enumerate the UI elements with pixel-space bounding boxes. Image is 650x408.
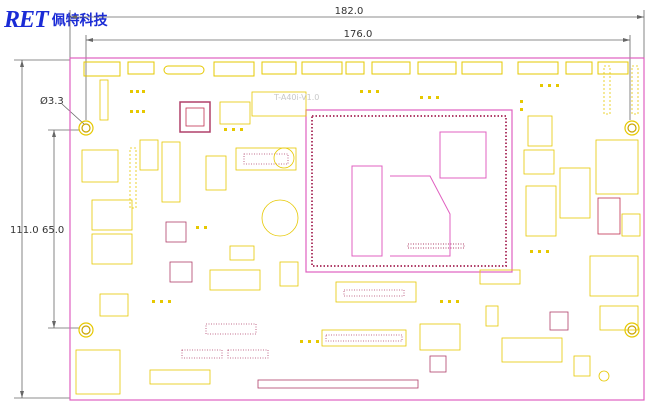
dim-overall-width: 182.0 <box>335 6 364 17</box>
board-silk-label: T-A40i-V1.0 <box>273 93 319 102</box>
board-outline <box>69 57 645 401</box>
top-connectors <box>83 61 629 77</box>
dim-hole-span-width: 176.0 <box>344 29 373 40</box>
logo-mark: RET <box>4 6 49 33</box>
pmic-outline <box>390 175 451 257</box>
dimension-lines <box>14 10 645 399</box>
pad-dots <box>130 84 559 343</box>
mounting-holes <box>78 120 640 338</box>
silkscreen-components <box>75 65 641 395</box>
dim-hole-span-height: 65.0 <box>42 225 64 236</box>
dim-hole-diameter: Ø3.3 <box>40 95 64 107</box>
soc-test-pads <box>407 243 465 249</box>
cpu-chip-outline <box>439 131 487 179</box>
memory-chip-outline <box>351 165 383 257</box>
dimension-arrows <box>20 15 644 398</box>
dim-overall-height: 111.0 <box>10 225 39 236</box>
soc-module-outline <box>305 109 513 273</box>
soc-module-pins <box>311 115 507 267</box>
